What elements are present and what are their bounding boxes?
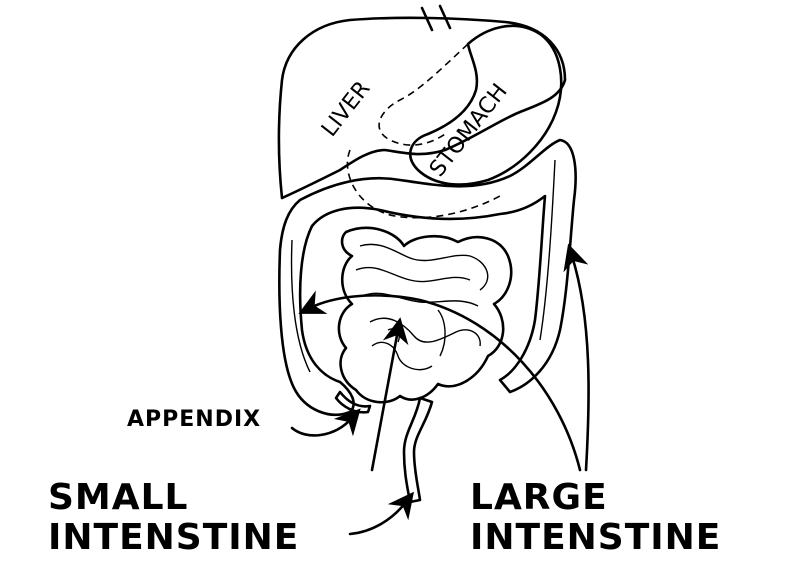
- ileum-pointer-arrow: [348, 491, 414, 536]
- stomach-hidden-outline: [378, 43, 469, 146]
- large-intestine-label: LARGE INTENSTINE: [470, 477, 722, 559]
- colon-band: [539, 159, 556, 341]
- large-intestine-pointer-arrow: [298, 290, 582, 472]
- duodenum-hidden-outline: [346, 149, 501, 219]
- appendix-label: APPENDIX: [127, 407, 262, 433]
- small-intestine-label-line1: SMALL: [48, 477, 189, 518]
- large-intestine-pointer-arrow-right: [563, 243, 590, 472]
- appendix-label-text: APPENDIX: [127, 407, 262, 432]
- colon-band: [290, 239, 311, 373]
- small-intestine: [337, 226, 513, 504]
- liver: [277, 16, 567, 200]
- small-intestine-label: SMALL INTENSTINE: [48, 477, 300, 559]
- appendix-pointer-arrow: [290, 408, 361, 437]
- small-intestine-label-line2: INTENSTINE: [48, 517, 300, 559]
- liver-label: LIVER: [317, 77, 375, 142]
- small-intestine-pointer-arrow: [370, 317, 409, 472]
- large-intestine-label-line1: LARGE: [470, 477, 608, 518]
- large-intestine-label-line2: INTENSTINE: [470, 517, 722, 559]
- stomach: [408, 24, 563, 186]
- appendix: [334, 390, 372, 414]
